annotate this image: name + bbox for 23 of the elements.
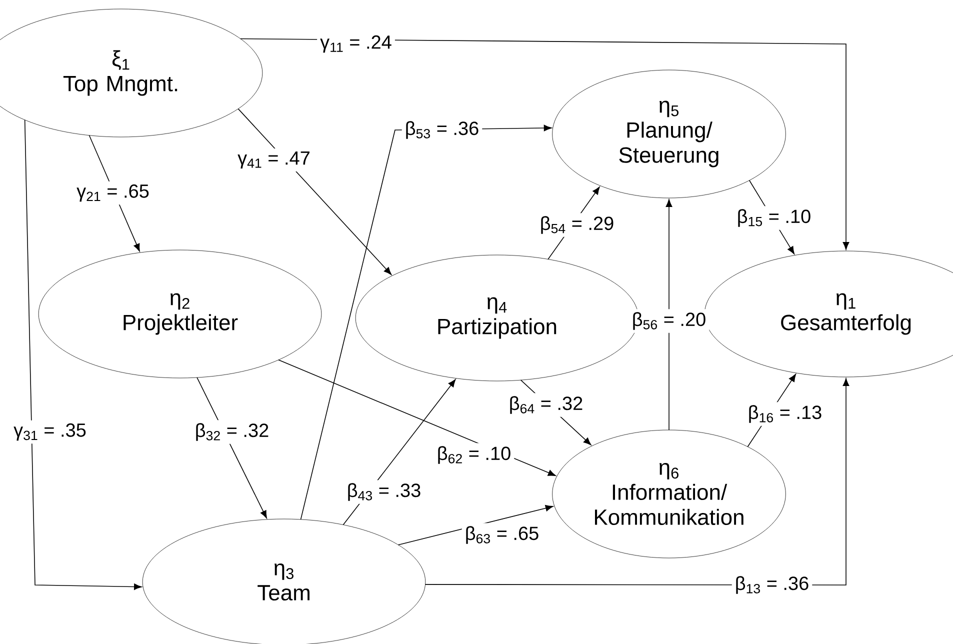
edge-label: β$_{15}$ = .10 [734,206,814,230]
edge-label: γ$_{11}$ = .24 [317,32,395,56]
edge-label: β$_{16}$ = .13 [744,402,826,426]
arrow [238,108,392,275]
edge-label: γ$_{41}$ = .47 [234,148,314,172]
edge-label: β$_{54}$ = .29 [536,213,618,237]
arrow [278,360,556,476]
edge-label: β$_{32}$ = .32 [192,420,272,444]
edge-label: γ$_{21}$ = .65 [74,181,152,205]
arrow [240,38,850,250]
edge-label: β$_{64}$ = .32 [506,393,586,417]
edge-label: γ$_{31}$ = .35 [10,420,90,444]
edge-label: β$_{62}$ = .10 [434,443,514,467]
arrow [666,199,672,430]
ellipse-node: η$_{5}$ Planung/ Steuerung [552,70,786,198]
edge-label: β$_{63}$ = .65 [462,523,542,547]
edge-label: β$_{43}$ = .33 [344,480,424,504]
edge-label: β$_{13}$ = .36 [732,573,812,597]
arrow [24,120,142,590]
ellipse-node: η$_{6}$ Information/ Kommunikation [552,430,786,558]
ellipse-node: η$_{2}$ Projektleiter [38,250,322,378]
edge-label: β$_{53}$ = .36 [402,118,482,142]
edge-label: β$_{56}$ = .20 [628,309,710,333]
